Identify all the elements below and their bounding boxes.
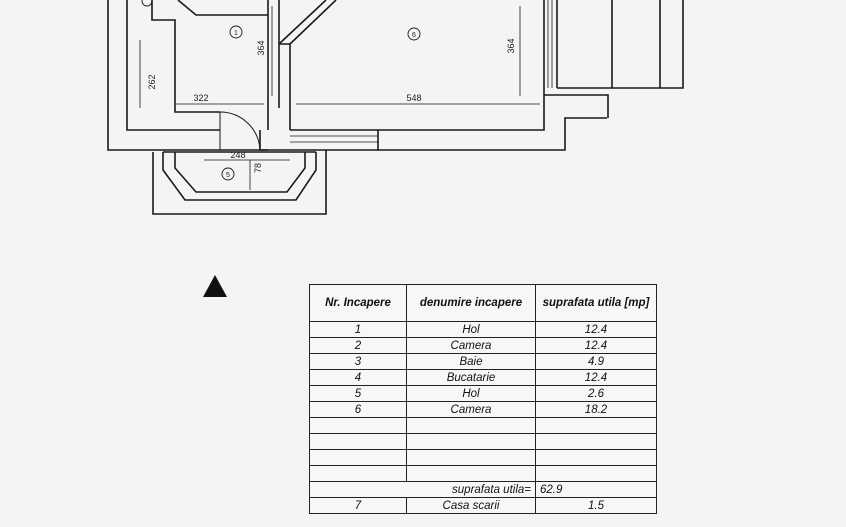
table-row: 2 Camera 12.4 [309, 337, 657, 354]
wall-diagonal-2 [289, 0, 337, 45]
room-marker-1-circle [229, 25, 243, 39]
wall-diagonal [278, 0, 327, 45]
table-header-row: Nr. Incapere denumire incapere suprafata… [309, 284, 657, 322]
dim-364-a: 364 [256, 40, 266, 55]
table-row-empty [309, 433, 657, 450]
floor-plan: 262 322 364 364 548 248 78 1 6 5 [107, 0, 684, 215]
header-name: denumire incapere [406, 284, 536, 322]
cell-area: 18.2 [535, 401, 657, 418]
window-bottom [290, 135, 378, 143]
cell-nr: 2 [309, 337, 407, 354]
table-row-empty [309, 465, 657, 482]
dim-248: 248 [230, 150, 245, 160]
header-area: suprafata utila [mp] [535, 284, 657, 322]
room-marker-5: 5 [226, 172, 230, 179]
cell-area: 4.9 [535, 353, 657, 370]
total-label: suprafata utila= [309, 481, 536, 498]
room-marker-6: 6 [412, 32, 416, 39]
wall-column [177, 0, 268, 16]
wall-room6-bottom-outer [378, 117, 607, 151]
cell-name: Bucatarie [406, 369, 536, 386]
cell-nr: 4 [309, 369, 407, 386]
dim-364-b: 364 [506, 38, 516, 53]
bay-inner-2 [174, 152, 306, 193]
table-row-empty [309, 449, 657, 466]
header-nr: Nr. Incapere [309, 284, 407, 322]
corner-marker-circle [141, 0, 153, 7]
wall-left-room1 [151, 0, 220, 113]
bay-inner [162, 152, 317, 201]
dim-548: 548 [406, 93, 421, 103]
table-row: 1 Hol 12.4 [309, 321, 657, 338]
table-row: 3 Baie 4.9 [309, 353, 657, 370]
cell-name: Casa scarii [406, 497, 536, 514]
room-marker-6-circle [407, 27, 421, 41]
cell-name: Camera [406, 401, 536, 418]
window-right [547, 0, 553, 88]
cell-area: 12.4 [535, 337, 657, 354]
balcony-right [557, 0, 684, 89]
cell-area: 12.4 [535, 321, 657, 338]
cell-name: Baie [406, 353, 536, 370]
wall-room6-step [544, 94, 609, 118]
table-row-empty [309, 417, 657, 434]
table-row: 7 Casa scarii 1.5 [309, 497, 657, 514]
door-swing [219, 111, 261, 151]
bay-outer [152, 150, 327, 215]
cell-nr: 6 [309, 401, 407, 418]
cell-area: 1.5 [535, 497, 657, 514]
cell-name: Hol [406, 321, 536, 338]
cell-area: 2.6 [535, 385, 657, 402]
door-jamb [259, 130, 268, 151]
room-marker-5-circle [221, 167, 235, 181]
cell-name: Hol [406, 385, 536, 402]
cell-nr: 1 [309, 321, 407, 338]
cell-nr: 3 [309, 353, 407, 370]
cell-name: Camera [406, 337, 536, 354]
wall-left-inner [126, 0, 220, 131]
dim-322: 322 [193, 93, 208, 103]
cell-nr: 7 [309, 497, 407, 514]
total-value: 62.9 [535, 481, 657, 498]
table-total-row: suprafata utila= 62.9 [309, 481, 657, 498]
cell-area: 12.4 [535, 369, 657, 386]
wall-bottom-mid [260, 130, 379, 151]
room-marker-1: 1 [234, 30, 238, 37]
wall-room6-bottom [290, 95, 545, 131]
dim-78: 78 [253, 163, 263, 173]
table-row: 6 Camera 18.2 [309, 401, 657, 418]
room-area-table: Nr. Incapere denumire incapere suprafata… [309, 284, 657, 514]
table-row: 5 Hol 2.6 [309, 385, 657, 402]
dim-262: 262 [147, 74, 157, 89]
wall-room6-left [279, 43, 291, 130]
table-row: 4 Bucatarie 12.4 [309, 369, 657, 386]
north-arrow-icon [203, 275, 227, 297]
cell-nr: 5 [309, 385, 407, 402]
wall-left-outer [107, 0, 260, 151]
